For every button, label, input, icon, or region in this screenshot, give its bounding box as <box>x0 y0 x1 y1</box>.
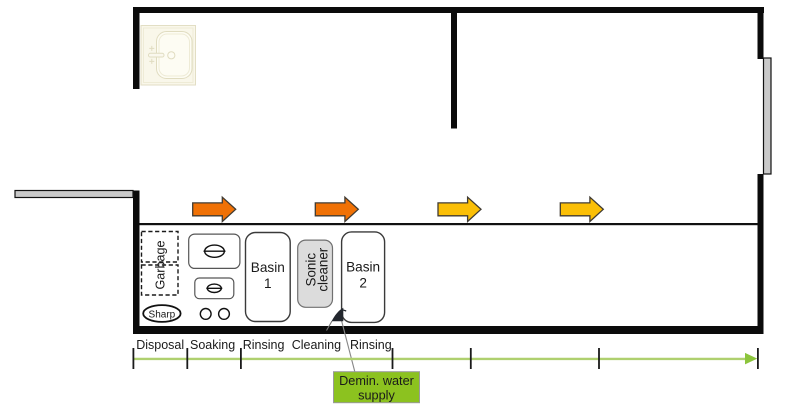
svg-text:Basin: Basin <box>251 260 285 275</box>
svg-text:Demin. water: Demin. water <box>339 374 415 388</box>
svg-text:Cleaning: Cleaning <box>292 338 341 352</box>
svg-text:Soaking: Soaking <box>190 338 235 352</box>
svg-text:Rinsing: Rinsing <box>350 338 392 352</box>
svg-text:Basin: Basin <box>346 260 380 275</box>
svg-text:2: 2 <box>359 276 367 291</box>
svg-text:Sharp: Sharp <box>149 309 176 320</box>
svg-text:Disposal: Disposal <box>136 338 184 352</box>
svg-text:Sonic: Sonic <box>303 253 318 287</box>
svg-text:cleaner: cleaner <box>315 247 330 291</box>
svg-text:Garbage: Garbage <box>153 240 167 289</box>
svg-text:1: 1 <box>264 276 272 291</box>
svg-text:supply: supply <box>358 389 395 403</box>
svg-text:Rinsing: Rinsing <box>243 338 285 352</box>
